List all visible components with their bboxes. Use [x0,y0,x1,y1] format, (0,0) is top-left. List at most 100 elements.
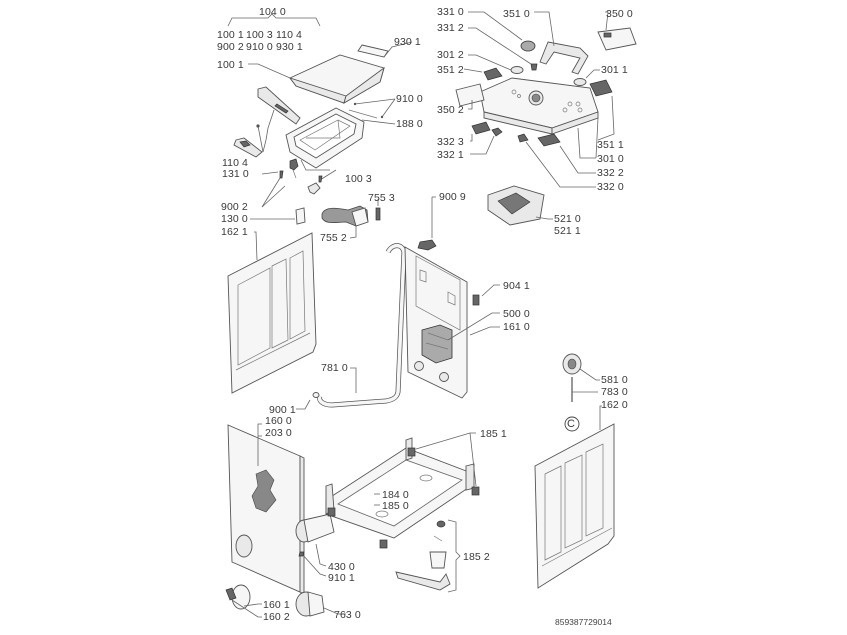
symbol-c: C [567,418,576,430]
label-910-0: 910 0 [396,93,423,105]
label-184-0: 184 0 [382,489,409,501]
symbol-c-circle [564,416,580,432]
label-185-1: 185 1 [480,428,507,440]
label-160-0: 160 0 [265,415,292,427]
label-332-2: 332 2 [597,167,624,179]
serial-number: 859387729014 [555,617,612,627]
label-332-1: 332 1 [437,149,464,161]
part-110-4-handle [257,86,301,125]
part-351-2-bracket [483,67,503,81]
part-162-0-right-side-panel [534,405,615,589]
part-763-0-pump-filter [295,591,346,617]
group-member: 900 2 [217,41,244,53]
part-161-0-rear-panel [404,246,500,399]
part-100-1-lid [248,54,385,104]
part-521-0-electronic-board [487,185,553,226]
label-100-3: 100 3 [345,173,372,185]
label-301-0: 301 0 [597,153,624,165]
label-351-1: 351 1 [597,139,624,151]
label-131-0: 131 0 [222,168,249,180]
label-160-1: 160 1 [263,599,290,611]
part-130-0-bracket [250,207,306,225]
part-185-0-foot [327,507,336,517]
label-203-0: 203 0 [265,427,292,439]
label-301-1: 301 1 [601,64,628,76]
label-900-1: 900 1 [269,404,296,416]
label-581-0: 581 0 [601,374,628,386]
group-member: 100 1 [217,29,244,41]
part-331-2-knob-insert [530,63,538,71]
label-332-3: 332 3 [437,136,464,148]
part-100-3-top-frame [285,107,365,169]
part-755-2-hose [321,205,369,239]
label-500-0: 500 0 [503,308,530,320]
label-130-0: 130 0 [221,213,248,225]
part-581-0-pulley [562,353,600,381]
label-185-0: 185 0 [382,500,409,512]
part-900-9-connector [417,196,437,251]
part-332-3-key [471,121,491,135]
part-185-1-foot [379,539,388,549]
part-332-2-key [537,133,561,147]
label-162-1: 162 1 [221,226,248,238]
label-100-1: 100 1 [217,59,244,71]
part-331-0-knob [468,11,536,52]
part-hinge [233,137,263,158]
label-763-0: 763 0 [334,609,361,621]
part-904-1-filter [472,294,480,306]
group-member: 930 1 [276,41,303,53]
group-member: 100 3 [246,29,273,41]
label-781-0: 781 0 [321,362,348,374]
label-910-1: 910 1 [328,572,355,584]
part-910-1-screw [298,551,305,557]
label-904-1: 904 1 [503,280,530,292]
label-755-2: 755 2 [320,232,347,244]
part-332-1-key [491,127,503,137]
part-350-2-board [455,83,485,110]
part-185-1-foot [471,486,480,496]
label-521-0: 521 0 [554,213,581,225]
part-160-2-clip [225,587,237,601]
label-188-0: 188 0 [396,118,423,130]
part-131-0-lid-switch [289,158,299,179]
label-331-0: 331 0 [437,6,464,18]
label-301-2: 301 2 [437,49,464,61]
label-331-2: 331 2 [437,22,464,34]
label-110-4: 110 4 [222,157,248,169]
label-783-0: 783 0 [601,386,628,398]
part-900-1-clip [296,392,320,410]
part-184-0-base-frame [325,437,475,539]
label-521-1: 521 1 [554,225,581,237]
part-500-0-module [421,312,500,364]
label-900-2: 900 2 [221,201,248,213]
part-430-0-drain-pump [295,513,335,567]
group-label-104-0: 104 0 [259,6,286,18]
part-332-0-key [517,133,529,143]
label-161-0: 161 0 [503,321,530,333]
label-185-2: 185 2 [463,551,490,563]
label-900-9: 900 9 [439,191,466,203]
label-160-2: 160 2 [263,611,290,623]
part-185-2-adjustable-foot-kit [395,519,461,593]
part-160-0-front-panel [227,423,305,595]
part-301-1-button [573,78,587,86]
group-member: 110 4 [276,29,302,41]
part-930-1-trim-strip [357,41,413,58]
part-755-3-clip [375,207,381,221]
label-430-0: 430 0 [328,561,355,573]
label-162-0: 162 0 [601,399,628,411]
label-755-3: 755 3 [368,192,395,204]
label-351-0: 351 0 [503,8,530,20]
part-351-1-bracket [589,79,613,97]
group-brace [227,13,321,27]
part-350-0-board [597,11,637,51]
part-351-0-bracket [534,11,589,75]
group-member: 910 0 [246,41,273,53]
part-781-0-drain-hose [317,243,407,408]
label-930-1: 930 1 [394,36,421,48]
label-332-0: 332 0 [597,181,624,193]
label-351-2: 351 2 [437,64,464,76]
label-350-2: 350 2 [437,104,464,116]
